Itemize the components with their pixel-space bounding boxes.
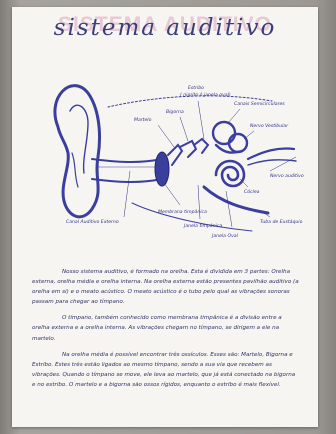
label-canal: Canal Auditivo Externo (66, 219, 119, 225)
auditory-nerve (248, 148, 294, 159)
label-coclea: Cóclea (244, 188, 260, 195)
label-canais: Canais Semicirculares (234, 101, 285, 107)
semicircular-canal-2 (229, 134, 247, 152)
ear-concha (72, 153, 78, 187)
paragraph-1: Nosso sistema auditivo, é formado na ore… (32, 267, 300, 307)
label-estribo-note: ( nigrito ó janela oval) (180, 91, 231, 98)
ear-diagram: Estribo ( nigrito ó janela oval) Martelo… (12, 67, 318, 267)
label-nervo-vestibular: Nervo Vestibular (250, 123, 289, 129)
martelo-bone (168, 145, 182, 165)
ear-canal (92, 159, 162, 182)
paragraph-3: Na orelha média é possível encontrar trê… (32, 350, 300, 390)
tympanic-membrane (155, 152, 169, 186)
notebook-page: SISTEMA AUDITIVO sistema auditivo (12, 7, 318, 427)
label-membrana: Membrana timpânica (158, 208, 207, 215)
label-nervo-auditivo: Nervo auditivo (270, 173, 304, 179)
cochlea (216, 161, 244, 186)
label-martelo: Martelo (134, 117, 152, 123)
bigorna-bone (180, 141, 196, 157)
estribo-bone (194, 139, 208, 153)
label-tuba: Tuba de Eustáquio (260, 218, 303, 225)
label-bigorna: Bigorna (166, 109, 184, 115)
label-janela: Janela timpânica (183, 222, 222, 229)
label-janela-oval: Janela Oval (211, 233, 239, 239)
outer-ear-fold (70, 105, 88, 173)
paragraph-2: O tímpano, também conhecido como membran… (32, 313, 300, 343)
label-estribo: Estribo (188, 85, 204, 91)
page-title: sistema auditivo (12, 15, 318, 41)
body-text: Nosso sistema auditivo, é formado na ore… (32, 267, 300, 390)
semicircular-canal-1 (213, 122, 235, 144)
